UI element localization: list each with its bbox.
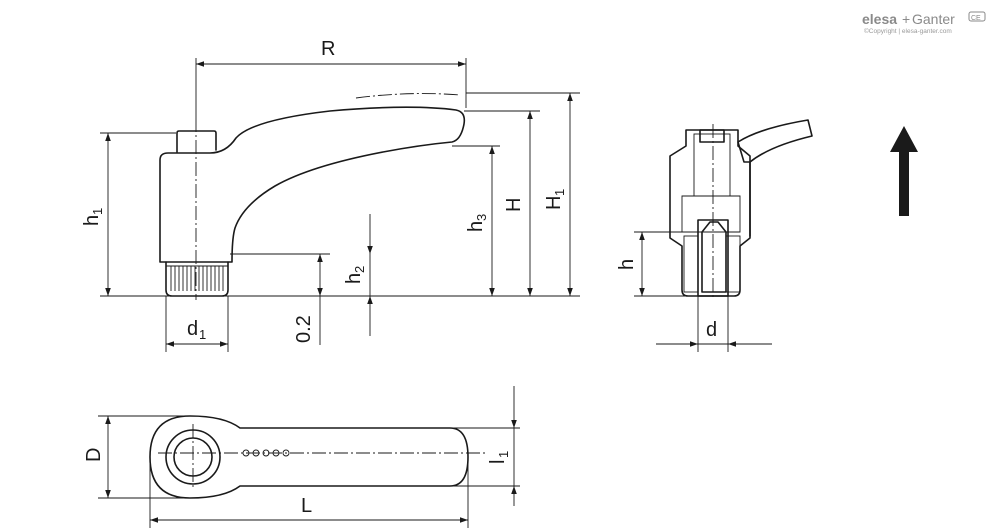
svg-text:2: 2 <box>352 266 367 273</box>
ce-badge <box>968 11 986 22</box>
side-view: R h 1 d 1 0.2 h 2 h 3 <box>81 38 580 352</box>
dim-L-label: L <box>301 495 312 517</box>
top-extension-lines <box>98 415 520 528</box>
insert-wall-left <box>683 235 699 293</box>
svg-text:0.2: 0.2 <box>293 315 315 343</box>
dim-h1-label: h 1 <box>81 208 105 226</box>
svg-text:h: h <box>343 273 365 284</box>
top-view: D L l 1 <box>83 386 520 528</box>
logo-plus: + <box>902 11 910 27</box>
dim-R-label: R <box>321 38 335 60</box>
dim-h3-label: h 3 <box>465 214 489 232</box>
section-view: h d <box>616 119 813 352</box>
dim-0.2-label: 0.2 <box>293 315 315 343</box>
dim-h-label: h <box>616 259 638 270</box>
svg-text:h: h <box>465 221 487 232</box>
insert-bore <box>701 221 727 293</box>
svg-text:H: H <box>503 198 525 212</box>
ce-mark: CE <box>971 15 981 22</box>
svg-text:D: D <box>83 448 105 462</box>
dim-l1-label: l 1 <box>487 451 511 464</box>
svg-text:d: d <box>187 318 198 340</box>
svg-text:3: 3 <box>474 214 489 221</box>
inner-cavity <box>681 195 741 233</box>
insert-wall-right <box>725 235 741 293</box>
dim-H-label: H <box>503 198 525 212</box>
top-outline <box>149 415 469 499</box>
dim-d-label: d <box>706 319 717 341</box>
lever-arm-section <box>737 119 813 163</box>
dim-d1-label: d 1 <box>187 318 206 342</box>
brand-logo: elesa + Ganter CE ©Copyright | elesa-gan… <box>862 11 986 35</box>
dim-H1-label: H 1 <box>543 189 567 210</box>
svg-text:1: 1 <box>496 451 511 458</box>
svg-text:1: 1 <box>552 189 567 196</box>
dim-D-label: D <box>83 448 105 462</box>
copyright-text: ©Copyright | elesa-ganter.com <box>864 27 952 35</box>
body-shell <box>669 129 751 297</box>
direction-arrow-icon <box>890 126 918 216</box>
svg-text:l: l <box>487 460 509 464</box>
lever-body <box>159 106 466 263</box>
top-cap <box>699 129 725 143</box>
svg-text:H: H <box>543 196 565 210</box>
sweep-arc <box>355 93 461 99</box>
dim-h2-label: h 2 <box>343 266 367 284</box>
svg-text:1: 1 <box>90 208 105 215</box>
svg-text:1: 1 <box>199 327 206 342</box>
knurl-lines <box>166 265 228 291</box>
svg-text:h: h <box>616 259 638 270</box>
logo-ganter: Ganter <box>912 11 955 27</box>
logo-elesa: elesa <box>862 11 897 27</box>
section-extension-lines <box>634 231 729 352</box>
core-section <box>693 133 731 197</box>
hub-pin <box>176 130 217 153</box>
svg-text:h: h <box>81 215 103 226</box>
